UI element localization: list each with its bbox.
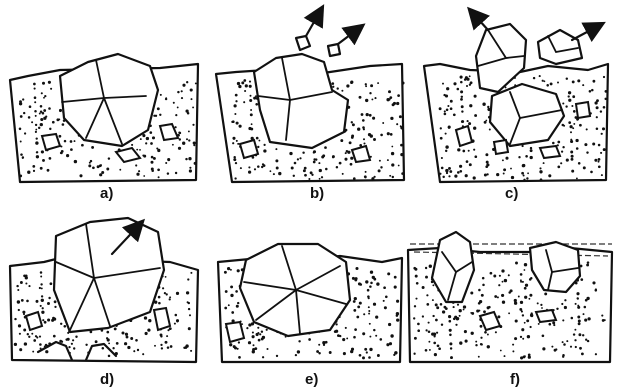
panel-b: b) (216, 8, 405, 202)
panel-c-grain-upper (476, 24, 526, 92)
panel-b-fragment-2 (328, 44, 340, 56)
panel-a-label: a) (100, 185, 113, 202)
panel-a: a) (10, 54, 198, 202)
panel-c-arrow-1 (470, 10, 488, 30)
panel-b-fragment-1 (296, 36, 310, 50)
panel-b-arrow-2 (338, 26, 362, 44)
panel-d: d) (10, 218, 198, 388)
panel-b-label: b) (310, 185, 324, 202)
panel-b-arrow-1 (306, 8, 322, 36)
panel-c-grain-lower (490, 84, 564, 146)
panel-f: f) (408, 232, 612, 388)
panel-f-grain-right (530, 242, 580, 292)
panel-e: e) (218, 244, 402, 388)
panel-f-label: f) (510, 371, 520, 388)
panel-e-label: e) (305, 371, 318, 388)
panel-c: c) (424, 10, 608, 202)
panel-d-label: d) (100, 371, 114, 388)
panel-c-grain-right (538, 30, 582, 64)
panel-c-arrow-2 (572, 24, 602, 40)
panel-b-grain (254, 54, 348, 148)
panel-d-cavity-edge (38, 342, 116, 360)
panel-c-label: c) (505, 185, 518, 202)
